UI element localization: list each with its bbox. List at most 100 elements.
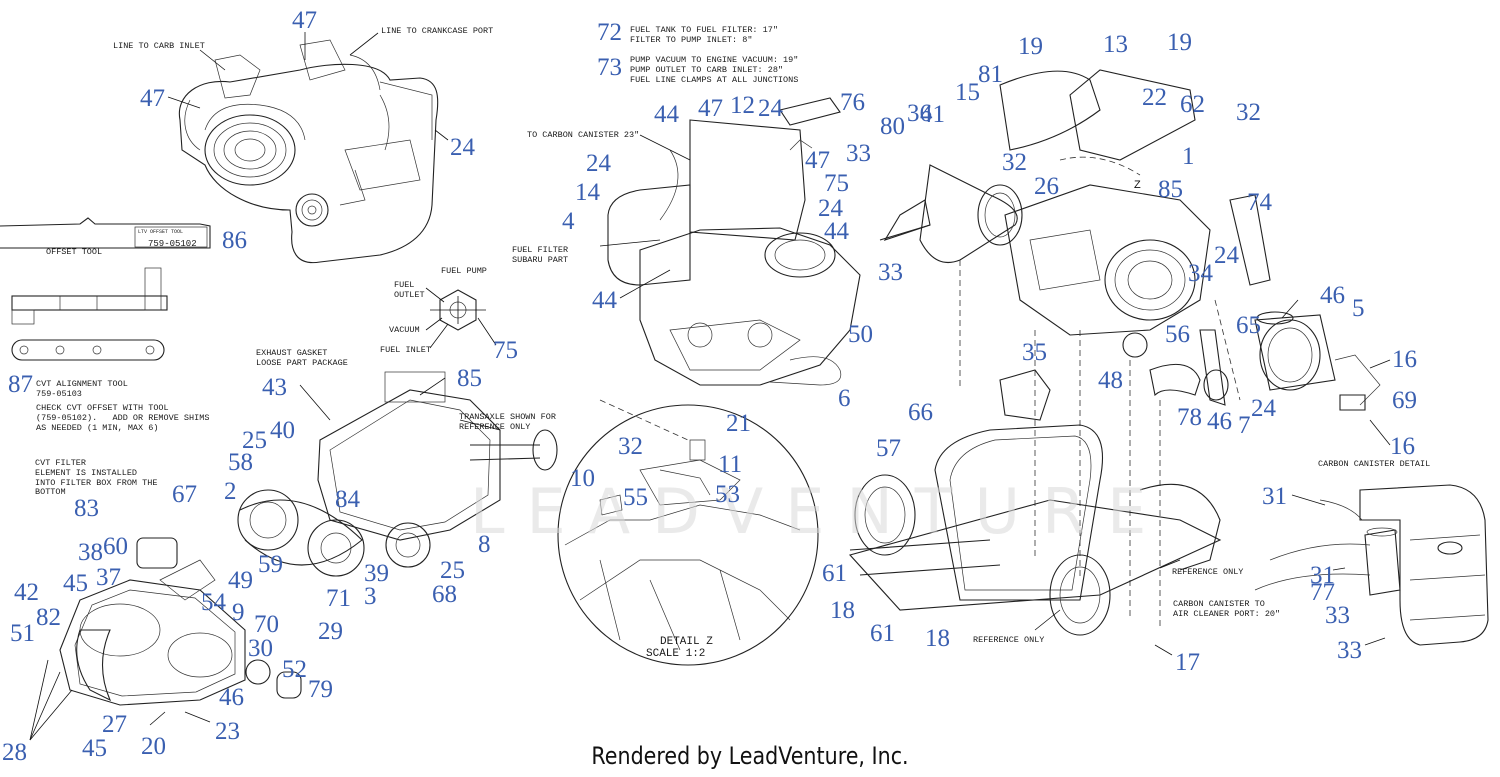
- callout-24: 24: [1251, 395, 1276, 422]
- callout-61: 61: [870, 620, 895, 647]
- callout-41: 41: [920, 101, 945, 128]
- callout-9: 9: [232, 599, 245, 626]
- callout-17: 17: [1175, 649, 1200, 676]
- callout-57: 57: [876, 435, 901, 462]
- callout-16: 16: [1392, 346, 1417, 373]
- callout-82: 82: [36, 604, 61, 631]
- callout-27: 27: [102, 711, 127, 738]
- callout-44: 44: [654, 101, 679, 128]
- callout-10: 10: [570, 465, 595, 492]
- callout-62: 62: [1180, 91, 1205, 118]
- callout-32: 32: [1236, 99, 1261, 126]
- callout-14: 14: [575, 179, 600, 206]
- callout-22: 22: [1142, 84, 1167, 111]
- callout-49: 49: [228, 567, 253, 594]
- callout-76: 76: [840, 89, 865, 116]
- callout-80: 80: [880, 113, 905, 140]
- callout-24: 24: [818, 195, 843, 222]
- callout-39: 39: [364, 560, 389, 587]
- callout-75: 75: [493, 337, 518, 364]
- callout-6: 6: [838, 385, 851, 412]
- callout-61: 61: [822, 560, 847, 587]
- callout-65: 65: [1236, 312, 1261, 339]
- transaxle-cvt-assembly: [237, 371, 558, 577]
- callout-32: 32: [1002, 149, 1027, 176]
- callout-58: 58: [228, 449, 253, 476]
- callout-33: 33: [1325, 602, 1350, 629]
- note-reference-only: REFERENCE ONLY: [1172, 567, 1244, 577]
- callout-24: 24: [1214, 242, 1239, 269]
- note-ltv-offset-tool: LTV OFFSET TOOL: [138, 229, 184, 235]
- note-carbon-canister-detail: CARBON CANISTER DETAIL: [1318, 459, 1431, 469]
- note-line-to-carb-inlet: LINE TO CARB INLET: [113, 41, 205, 51]
- note-check-cvt-offset: CHECK CVT OFFSET WITH TOOL (759-05102). …: [36, 403, 210, 433]
- note-line-to-crankcase-port: LINE TO CRANKCASE PORT: [381, 26, 494, 36]
- callout-44: 44: [592, 287, 617, 314]
- callout-84: 84: [335, 486, 360, 513]
- callout-67: 67: [172, 481, 197, 508]
- watermark: LEADVENTURE: [470, 475, 1169, 548]
- callout-48: 48: [1098, 367, 1123, 394]
- callout-73: 73: [597, 54, 622, 81]
- callout-1: 1: [1182, 143, 1195, 170]
- callout-34: 34: [1188, 260, 1213, 287]
- callout-71: 71: [326, 585, 351, 612]
- detail-z-scale: SCALE 1:2: [646, 648, 706, 660]
- callout-87: 87: [8, 371, 33, 398]
- callout-43: 43: [262, 374, 287, 401]
- note-vacuum: VACUUM: [389, 325, 420, 335]
- engine-exhaust-assembly-right: [879, 69, 1391, 630]
- callout-47: 47: [140, 85, 165, 112]
- callout-55: 55: [623, 484, 648, 511]
- callout-24: 24: [586, 150, 611, 177]
- callout-46: 46: [1320, 282, 1345, 309]
- callout-46: 46: [1207, 408, 1232, 435]
- cvt-cover-drawing: [29, 537, 302, 741]
- callout-53: 53: [715, 481, 740, 508]
- callout-52: 52: [282, 656, 307, 683]
- callout-11: 11: [718, 451, 743, 478]
- callout-56: 56: [1165, 321, 1190, 348]
- callout-85: 85: [457, 365, 482, 392]
- callout-40: 40: [270, 417, 295, 444]
- section-mark: Z: [1134, 179, 1141, 191]
- callout-83: 83: [74, 495, 99, 522]
- callout-7: 7: [1238, 412, 1251, 439]
- note-cvt-filter: CVT FILTER ELEMENT IS INSTALLED INTO FIL…: [35, 458, 158, 498]
- callout-51: 51: [10, 620, 35, 647]
- note-offset-tool-part-number: 759-05102: [148, 239, 197, 249]
- callout-31: 31: [1310, 562, 1335, 589]
- callout-16: 16: [1390, 433, 1415, 460]
- callout-54: 54: [201, 589, 226, 616]
- callout-19: 19: [1167, 29, 1192, 56]
- callout-74: 74: [1247, 189, 1272, 216]
- callout-32: 32: [618, 433, 643, 460]
- callout-15: 15: [955, 79, 980, 106]
- detail-z-title: DETAIL Z: [660, 636, 713, 648]
- callout-8: 8: [478, 531, 491, 558]
- callout-2: 2: [224, 478, 237, 505]
- note-fuel-line-lengths-72: FUEL TANK TO FUEL FILTER: 17" FILTER TO …: [630, 25, 778, 45]
- carbon-canister-drawing: [1254, 484, 1489, 646]
- callout-24: 24: [450, 134, 475, 161]
- note-fuel-filter-subaru: FUEL FILTER SUBARU PART: [512, 245, 569, 265]
- note-to-carbon-canister: TO CARBON CANISTER 23": [527, 130, 640, 140]
- callout-46: 46: [219, 684, 244, 711]
- callout-66: 66: [908, 399, 933, 426]
- callout-29: 29: [318, 618, 343, 645]
- note-fuel-inlet: FUEL INLET: [380, 345, 432, 355]
- callout-28: 28: [2, 739, 27, 766]
- callout-69: 69: [1392, 387, 1417, 414]
- callout-30: 30: [248, 635, 273, 662]
- callout-44: 44: [824, 218, 849, 245]
- callout-19: 19: [1018, 33, 1043, 60]
- note-fuel-pump: FUEL PUMP: [441, 266, 487, 276]
- note-fuel-line-lengths-73: PUMP VACUUM TO ENGINE VACUUM: 19" PUMP O…: [630, 55, 799, 85]
- callout-75: 75: [824, 170, 849, 197]
- note-transaxle-reference: TRANSAXLE SHOWN FOR REFERENCE ONLY: [459, 412, 556, 432]
- note-cvt-alignment-tool: CVT ALIGNMENT TOOL 759-05103: [36, 379, 128, 399]
- callout-70: 70: [254, 611, 279, 638]
- callout-77: 77: [1310, 579, 1335, 606]
- callout-20: 20: [141, 733, 166, 760]
